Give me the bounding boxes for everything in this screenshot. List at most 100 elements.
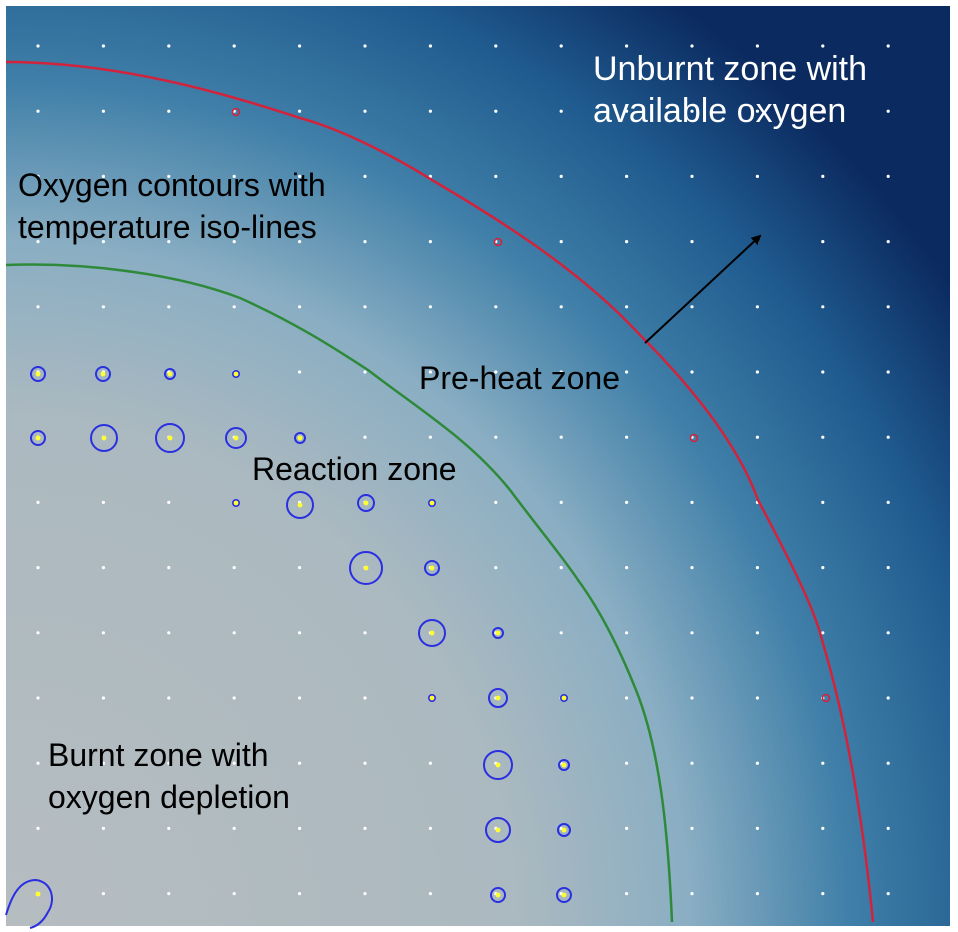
grid-point bbox=[559, 240, 563, 244]
grid-point bbox=[101, 174, 105, 178]
grid-point bbox=[298, 761, 302, 765]
grid-point bbox=[232, 566, 236, 570]
particle-ring bbox=[488, 688, 508, 708]
particle-core bbox=[429, 565, 435, 571]
grid-point bbox=[36, 500, 40, 504]
particle-core bbox=[101, 435, 107, 441]
grid-point bbox=[101, 761, 105, 765]
grid-point bbox=[363, 174, 367, 178]
particle-ring bbox=[418, 619, 446, 647]
grid-point bbox=[36, 566, 40, 570]
grid-point bbox=[428, 370, 432, 374]
preheat-markers bbox=[231, 107, 831, 703]
annotation-unburnt: Unburnt zone with available oxygen bbox=[593, 50, 867, 130]
grid-point bbox=[559, 435, 563, 439]
particle-core bbox=[233, 500, 239, 506]
grid-point bbox=[886, 44, 890, 48]
particle-core bbox=[495, 630, 501, 636]
grid-point bbox=[494, 44, 498, 48]
grid-point bbox=[821, 44, 825, 48]
particle-core bbox=[297, 502, 303, 508]
particle-core bbox=[233, 435, 239, 441]
grid-point bbox=[101, 696, 105, 700]
grid-point bbox=[298, 892, 302, 896]
particle-core bbox=[429, 695, 435, 701]
grid-point bbox=[690, 892, 694, 896]
grid-point bbox=[886, 305, 890, 309]
grid-point bbox=[363, 109, 367, 113]
domain-background bbox=[6, 6, 950, 926]
particle-ring bbox=[349, 551, 383, 585]
grid-point bbox=[494, 305, 498, 309]
grid-point bbox=[625, 174, 629, 178]
grid-point bbox=[886, 631, 890, 635]
grid-point bbox=[755, 305, 760, 309]
particle-ring bbox=[357, 494, 375, 512]
grid-point bbox=[755, 44, 760, 48]
grid-point bbox=[167, 305, 171, 309]
particle-ring bbox=[90, 424, 118, 452]
grid-point bbox=[886, 761, 890, 765]
particle-core bbox=[363, 565, 369, 571]
particle-core bbox=[297, 435, 303, 441]
grid-point bbox=[363, 631, 367, 635]
grid-point bbox=[101, 44, 105, 48]
grid-point bbox=[625, 696, 629, 700]
grid-point bbox=[821, 761, 825, 765]
particle-core bbox=[429, 500, 435, 506]
grid-point bbox=[625, 370, 629, 374]
particle-ring bbox=[428, 499, 436, 507]
grid-point bbox=[559, 109, 563, 113]
grid-point bbox=[494, 566, 498, 570]
grid-point bbox=[886, 435, 890, 439]
particle-ring bbox=[155, 423, 185, 453]
preheat-marker bbox=[689, 433, 699, 443]
particle-ring bbox=[560, 694, 568, 702]
grid-point bbox=[755, 631, 760, 635]
grid-point bbox=[363, 761, 367, 765]
grid-point bbox=[755, 892, 760, 896]
grid-point bbox=[167, 44, 171, 48]
grid-point bbox=[232, 696, 236, 700]
grid-point bbox=[232, 240, 236, 244]
grid-point bbox=[625, 826, 629, 831]
edge-particle-core bbox=[35, 891, 41, 897]
grid-point bbox=[625, 240, 629, 244]
grid-point bbox=[298, 696, 302, 700]
grid-point bbox=[886, 240, 890, 244]
grid-point bbox=[167, 892, 171, 896]
grid-point bbox=[167, 761, 171, 765]
grid-point bbox=[690, 305, 694, 309]
particle-core bbox=[100, 371, 106, 377]
grid-point bbox=[167, 500, 171, 504]
grid-point bbox=[363, 435, 367, 439]
particle-ring bbox=[492, 627, 504, 639]
grid-point bbox=[755, 826, 760, 831]
grid-point bbox=[821, 174, 825, 178]
particle-ring bbox=[30, 430, 46, 446]
grid-point bbox=[821, 892, 825, 896]
outer-temperature-isoline bbox=[5, 60, 875, 923]
grid-point bbox=[36, 305, 40, 309]
grid-point bbox=[559, 566, 563, 570]
grid-point bbox=[428, 761, 432, 765]
particle-core bbox=[495, 762, 501, 768]
grid-point bbox=[755, 174, 760, 178]
grid-point bbox=[101, 240, 105, 244]
grid-point bbox=[821, 240, 825, 244]
inner-temperature-isoline bbox=[5, 263, 674, 923]
grid-point bbox=[625, 500, 629, 504]
grid-point bbox=[298, 44, 302, 48]
particle-ring bbox=[490, 887, 506, 903]
grid-point bbox=[232, 631, 236, 635]
edge-contour bbox=[5, 878, 53, 929]
grid-point bbox=[755, 370, 760, 374]
grid-point bbox=[690, 696, 694, 700]
grid-point bbox=[363, 892, 367, 896]
particle-ring bbox=[485, 817, 511, 843]
grid-point bbox=[363, 305, 367, 309]
grid-point bbox=[494, 500, 498, 504]
grid-point bbox=[167, 109, 171, 113]
label-contours-line2: temperature iso-lines bbox=[18, 209, 317, 245]
preheat-marker bbox=[493, 237, 503, 247]
